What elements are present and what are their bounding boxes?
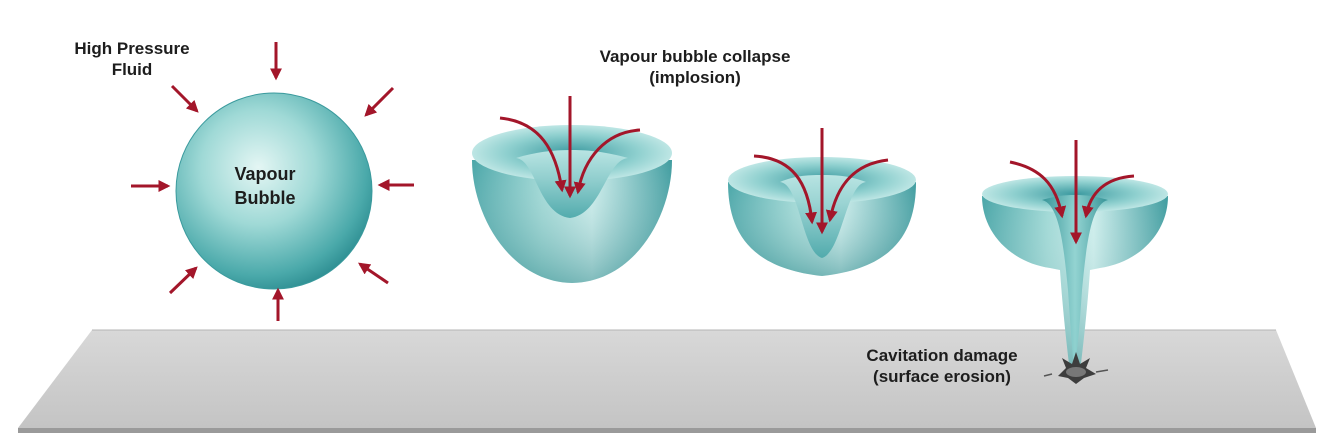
cavitation-damage-label: Cavitation damage (surface erosion) bbox=[832, 345, 1052, 387]
erosion-pit bbox=[1043, 352, 1109, 384]
arrow-bottom-left bbox=[168, 266, 198, 295]
solid-surface bbox=[18, 329, 1316, 433]
collapse-stage-1 bbox=[472, 125, 672, 283]
vapour-bubble-label: Vapour Bubble bbox=[205, 162, 325, 210]
pressure-arrows bbox=[131, 42, 414, 321]
stage2-arrow-left-curve bbox=[753, 154, 818, 225]
arrow-bottom-right bbox=[358, 262, 389, 285]
vapour-bubble-collapse-label: Vapour bubble collapse (implosion) bbox=[555, 46, 835, 88]
stage3-arrow-left-curve bbox=[1009, 160, 1067, 219]
vapour-bubble-line1: Vapour bbox=[234, 164, 296, 184]
stage1-arrow-left-curve bbox=[499, 116, 567, 193]
stage2-arrow-right-curve bbox=[825, 158, 889, 223]
arrow-top-left bbox=[170, 84, 199, 113]
collapse-line2: (implosion) bbox=[649, 68, 741, 87]
stage3-arrow-right-curve bbox=[1081, 174, 1135, 219]
stage1-arrow-right-curve bbox=[573, 128, 641, 195]
collapse-arrows bbox=[499, 96, 1135, 245]
vapour-bubble-line2: Bubble bbox=[234, 188, 296, 208]
high-pressure-line2: Fluid bbox=[111, 60, 153, 79]
collapse-line1: Vapour bubble collapse bbox=[599, 47, 791, 66]
damage-line2: (surface erosion) bbox=[873, 367, 1011, 386]
arrow-top-right bbox=[364, 86, 395, 117]
high-pressure-line1: High Pressure bbox=[74, 39, 190, 58]
damage-line1: Cavitation damage bbox=[866, 346, 1018, 365]
high-pressure-fluid-label: High Pressure Fluid bbox=[52, 38, 212, 80]
